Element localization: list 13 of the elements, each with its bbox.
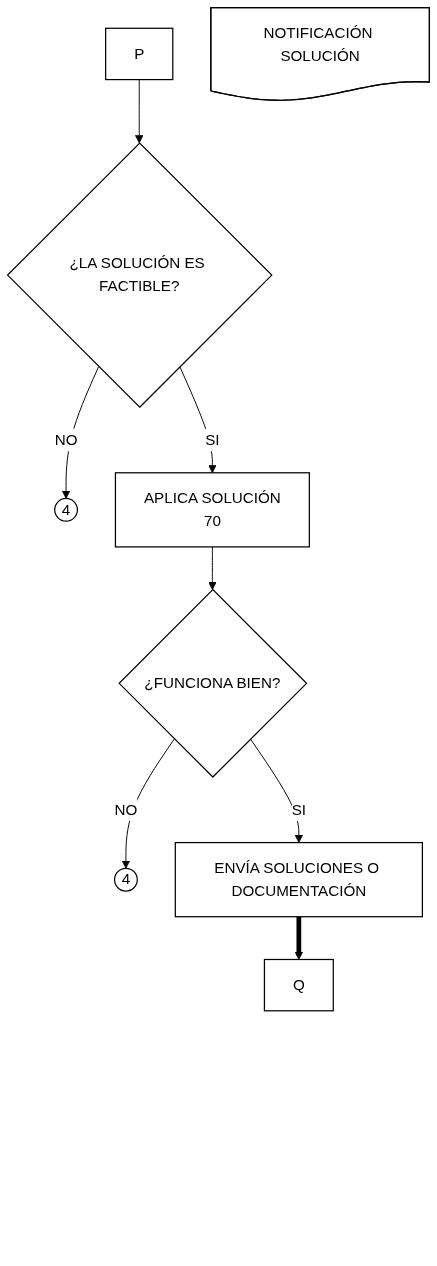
node-diamond: ¿FUNCIONA BIEN? (118, 588, 308, 778)
edge-label: NO (114, 801, 138, 818)
edge-label: SI (205, 431, 220, 448)
node-box: P (105, 27, 174, 81)
node-box: Q (263, 958, 334, 1012)
edge-label: SI (291, 801, 307, 818)
node-circle: 4 (113, 867, 138, 892)
node-box: APLICA SOLUCIÓN 70 (114, 472, 310, 548)
node-circle: 4 (54, 497, 79, 522)
arrow (294, 916, 304, 960)
node-diamond: ¿LA SOLUCIÓN ES FACTIBLE? (6, 142, 273, 409)
edge-label: NO (54, 431, 78, 448)
node-box: ENVÍA SOLUCIONES O DOCUMENTACIÓN (174, 842, 423, 918)
